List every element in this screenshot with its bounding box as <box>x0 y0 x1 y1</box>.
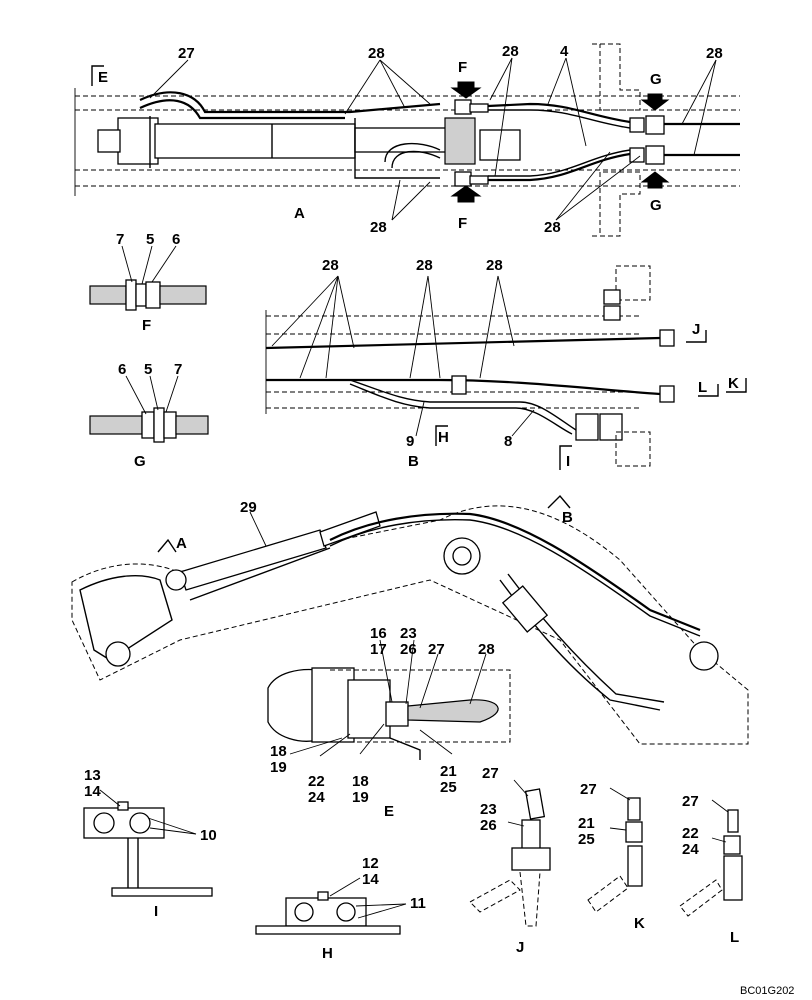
label-view-l: L <box>730 929 739 946</box>
label-27-k: 27 <box>580 781 597 798</box>
label-6-f: 6 <box>172 231 180 248</box>
label-28-a1: 28 <box>368 45 385 62</box>
label-section-e: E <box>98 69 108 86</box>
label-14-i: 14 <box>84 783 101 800</box>
label-27-j: 27 <box>482 765 499 782</box>
label-view-j: J <box>516 939 524 956</box>
label-11: 11 <box>410 895 426 912</box>
drawing-code: BC01G202 <box>740 985 794 997</box>
label-28-a5: 28 <box>544 219 561 236</box>
label-28-a3: 28 <box>706 45 723 62</box>
label-section-h: H <box>438 429 449 446</box>
label-g-arrow-top: G <box>650 71 662 88</box>
label-28-e: 28 <box>478 641 495 658</box>
label-view-b: B <box>408 453 419 470</box>
label-7-f: 7 <box>116 231 124 248</box>
view-b <box>265 265 747 470</box>
label-10: 10 <box>200 827 217 844</box>
label-28-b2: 28 <box>416 257 433 274</box>
view-l <box>679 799 743 917</box>
view-j <box>469 779 551 927</box>
label-26-j: 26 <box>480 817 497 834</box>
label-section-j: J <box>692 321 700 338</box>
label-view-a: A <box>294 205 305 222</box>
label-18-e2: 18 <box>352 773 369 790</box>
label-22-e: 22 <box>308 773 325 790</box>
label-24-e: 24 <box>308 789 325 806</box>
boom-assembly <box>71 494 749 745</box>
label-section-a: A <box>176 535 187 552</box>
label-26-e: 26 <box>400 641 417 658</box>
label-21-e: 21 <box>440 763 457 780</box>
label-28-b1: 28 <box>322 257 339 274</box>
label-28-b3: 28 <box>486 257 503 274</box>
label-25-k: 25 <box>578 831 595 848</box>
label-23-j: 23 <box>480 801 497 818</box>
label-section-i: I <box>566 453 570 470</box>
label-9: 9 <box>406 433 414 450</box>
label-27-e: 27 <box>428 641 445 658</box>
label-view-f: F <box>142 317 151 334</box>
label-section-b: B <box>562 509 573 526</box>
label-section-l: L <box>698 379 707 396</box>
view-i <box>83 789 213 897</box>
view-a <box>74 43 740 237</box>
label-16: 16 <box>370 625 387 642</box>
view-h <box>255 877 407 935</box>
label-27-a: 27 <box>178 45 195 62</box>
label-17: 17 <box>370 641 387 658</box>
label-f-arrow-top: F <box>458 59 467 76</box>
label-view-k: K <box>634 915 645 932</box>
label-24-l: 24 <box>682 841 699 858</box>
label-29: 29 <box>240 499 257 516</box>
label-22-l: 22 <box>682 825 699 842</box>
label-18-e1: 18 <box>270 743 287 760</box>
view-k <box>587 787 643 913</box>
label-g-arrow-bottom: G <box>650 197 662 214</box>
label-28-a2: 28 <box>502 43 519 60</box>
label-28-a4: 28 <box>370 219 387 236</box>
label-25-e: 25 <box>440 779 457 796</box>
label-12: 12 <box>362 855 379 872</box>
label-19-e1: 19 <box>270 759 287 776</box>
label-view-g: G <box>134 453 146 470</box>
view-e <box>267 639 511 760</box>
label-6-g: 6 <box>118 361 126 378</box>
label-4: 4 <box>560 43 569 60</box>
label-13: 13 <box>84 767 101 784</box>
label-section-k: K <box>728 375 739 392</box>
view-f <box>89 245 207 311</box>
label-23-e: 23 <box>400 625 417 642</box>
label-5-f: 5 <box>146 231 154 248</box>
label-view-e: E <box>384 803 394 820</box>
label-f-arrow-bottom: F <box>458 215 467 232</box>
label-21-k: 21 <box>578 815 595 832</box>
label-view-h: H <box>322 945 333 962</box>
label-7-g: 7 <box>174 361 182 378</box>
view-g <box>89 375 209 443</box>
label-8: 8 <box>504 433 512 450</box>
label-view-i: I <box>154 903 158 920</box>
label-5-g: 5 <box>144 361 152 378</box>
label-14-h: 14 <box>362 871 379 888</box>
label-27-l: 27 <box>682 793 699 810</box>
label-19-e2: 19 <box>352 789 369 806</box>
